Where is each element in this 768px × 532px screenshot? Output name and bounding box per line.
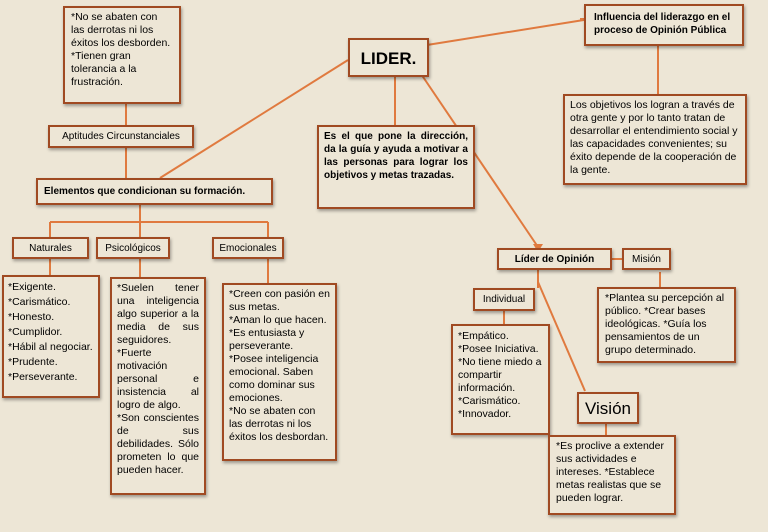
mision-list-box: *Plantea su percepción al público. *Crea… (597, 287, 736, 363)
connector-elements-title (159, 59, 349, 179)
vision-list-box: *Es proclive a extender sus actividades … (548, 435, 676, 515)
influence-box: Influencia del liderazgo en el proceso d… (584, 4, 744, 46)
aptitudes-box: Aptitudes Circunstanciales (48, 125, 194, 148)
elements-box: Elementos que condicionan su formación. (36, 178, 273, 205)
tolerance-box: *No se abaten con las derrotas ni los éx… (63, 6, 181, 104)
vision-box: Visión (577, 392, 639, 424)
definition-box: Es el que pone la dirección, da la guía … (317, 125, 475, 209)
connector-title-opinion-leader (414, 64, 539, 248)
connector-opinion-vision (537, 281, 586, 392)
emocionales-list-box: *Creen con pasión en sus metas. *Aman lo… (222, 283, 337, 461)
objectives-box: Los objetivos los logran a través de otr… (563, 94, 747, 185)
mision-box: Misión (622, 248, 671, 270)
lider-opinion-box: Líder de Opinión (497, 248, 612, 270)
individual-list-box: *Empático. *Posee Iniciativa. *No tiene … (451, 324, 550, 435)
individual-box: Individual (473, 288, 535, 311)
psicologicos-box: Psicológicos (96, 237, 170, 259)
naturales-box: Naturales (12, 237, 89, 259)
psicologicos-list-box: *Suelen tener una inteligencia algo supe… (110, 277, 206, 495)
connector-title-influence (426, 18, 591, 46)
title-box: LIDER. (348, 38, 429, 77)
emocionales-box: Emocionales (212, 237, 284, 259)
naturales-list-box: *Exigente. *Carismático. *Honesto. *Cump… (2, 275, 100, 398)
